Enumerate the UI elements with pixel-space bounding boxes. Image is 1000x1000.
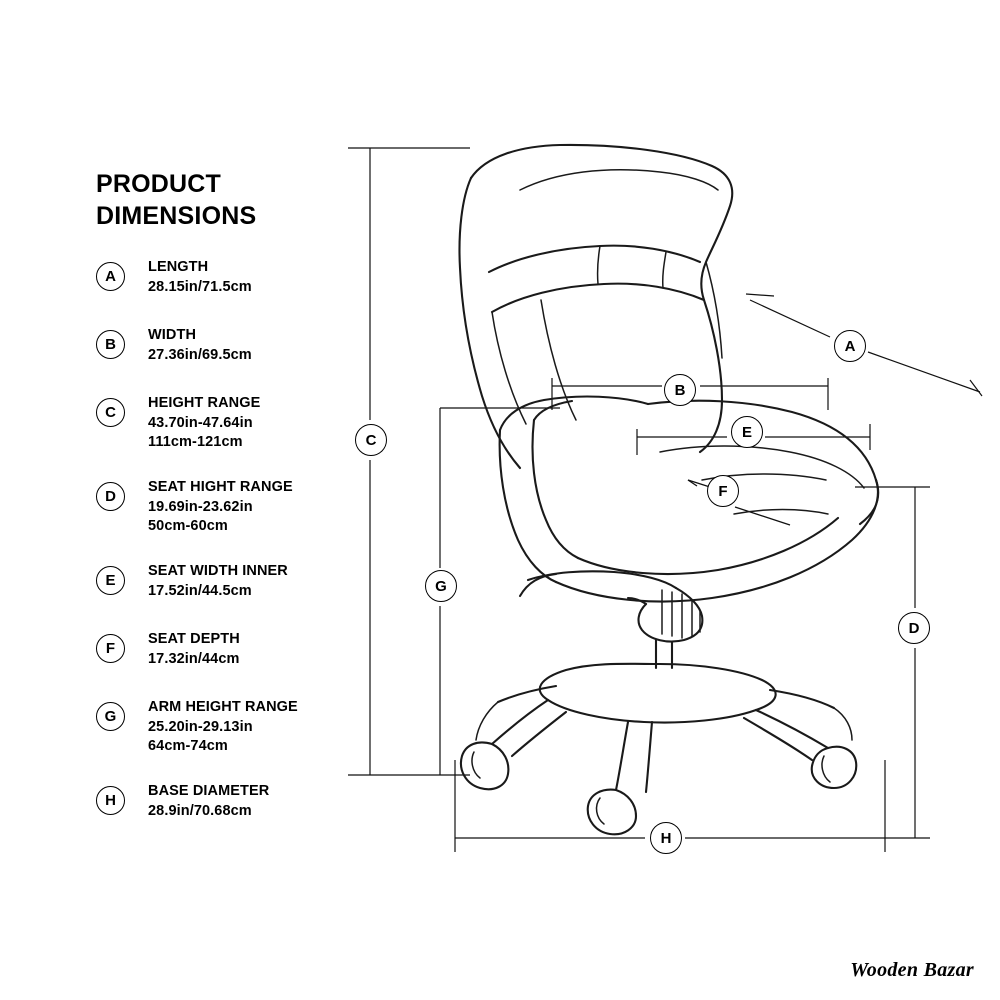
chair-mechanism (518, 570, 704, 670)
legend-value2-d: 50cm-60cm (148, 518, 228, 535)
chair-base (460, 662, 858, 836)
legend-label-e: SEAT WIDTH INNER (148, 563, 288, 579)
page-title: PRODUCT DIMENSIONS (96, 168, 416, 232)
callout-d: D (898, 612, 930, 644)
legend-badge-b: B (96, 330, 125, 359)
legend-item-e: E SEAT WIDTH INNER 17.52in/44.5cm (96, 562, 416, 608)
legend-panel: PRODUCT DIMENSIONS A LENGTH 28.15in/71.5… (96, 168, 416, 850)
legend-value2-c: 111cm-121cm (148, 434, 243, 451)
page-title-line2: DIMENSIONS (96, 202, 257, 230)
legend-item-h: H BASE DIAMETER 28.9in/70.68cm (96, 782, 416, 828)
legend-value-c: 43.70in-47.64in (148, 414, 253, 431)
legend-label-h: BASE DIAMETER (148, 783, 270, 799)
dimension-d (855, 486, 930, 839)
chair-armrest-left (498, 395, 650, 584)
legend-item-f: F SEAT DEPTH 17.32in/44cm (96, 630, 416, 676)
legend-item-b: B WIDTH 27.36in/69.5cm (96, 326, 416, 372)
dimension-h (454, 760, 886, 852)
legend-badge-f: F (96, 634, 125, 663)
callout-c: C (355, 424, 387, 456)
legend-badge-h: H (96, 786, 125, 815)
dimension-c (348, 147, 470, 776)
callout-e: E (731, 416, 763, 448)
legend-label-b: WIDTH (148, 327, 197, 343)
brand-watermark: Wooden Bazar (850, 959, 974, 981)
legend-badge-e: E (96, 566, 125, 595)
legend-label-a: LENGTH (148, 259, 209, 275)
legend-value-g: 25.20in-29.13in (148, 718, 253, 735)
legend-badge-g: G (96, 702, 125, 731)
legend-label-d: SEAT HIGHT RANGE (148, 479, 293, 495)
callout-g: G (425, 570, 457, 602)
legend-badge-d: D (96, 482, 125, 511)
dimension-g (420, 407, 560, 776)
callout-f: F (707, 475, 739, 507)
legend-value-e: 17.52in/44.5cm (148, 582, 252, 599)
legend-badge-a: A (96, 262, 125, 291)
callout-h: H (650, 822, 682, 854)
legend-item-a: A LENGTH 28.15in/71.5cm (96, 258, 416, 304)
legend-value2-g: 64cm-74cm (148, 738, 228, 755)
legend-value-d: 19.69in-23.62in (148, 498, 253, 515)
legend-item-c: C HEIGHT RANGE 43.70in-47.64in 111cm-121… (96, 394, 416, 456)
chair-backrest (458, 143, 734, 470)
legend-label-c: HEIGHT RANGE (148, 395, 261, 411)
legend-label-f: SEAT DEPTH (148, 631, 240, 647)
legend-value-h: 28.9in/70.68cm (148, 802, 252, 819)
page-title-line1: PRODUCT (96, 170, 222, 198)
callout-b: B (664, 374, 696, 406)
legend-value-b: 27.36in/69.5cm (148, 346, 252, 363)
legend-item-d: D SEAT HIGHT RANGE 19.69in-23.62in 50cm-… (96, 478, 416, 540)
legend-value-a: 28.15in/71.5cm (148, 278, 252, 295)
dimension-a (745, 293, 983, 397)
dimension-e (636, 424, 871, 455)
legend-label-g: ARM HEIGHT RANGE (148, 699, 298, 715)
legend-value-f: 17.32in/44cm (148, 650, 240, 667)
legend-badge-c: C (96, 398, 125, 427)
legend-item-g: G ARM HEIGHT RANGE 25.20in-29.13in 64cm-… (96, 698, 416, 760)
callout-a: A (834, 330, 866, 362)
